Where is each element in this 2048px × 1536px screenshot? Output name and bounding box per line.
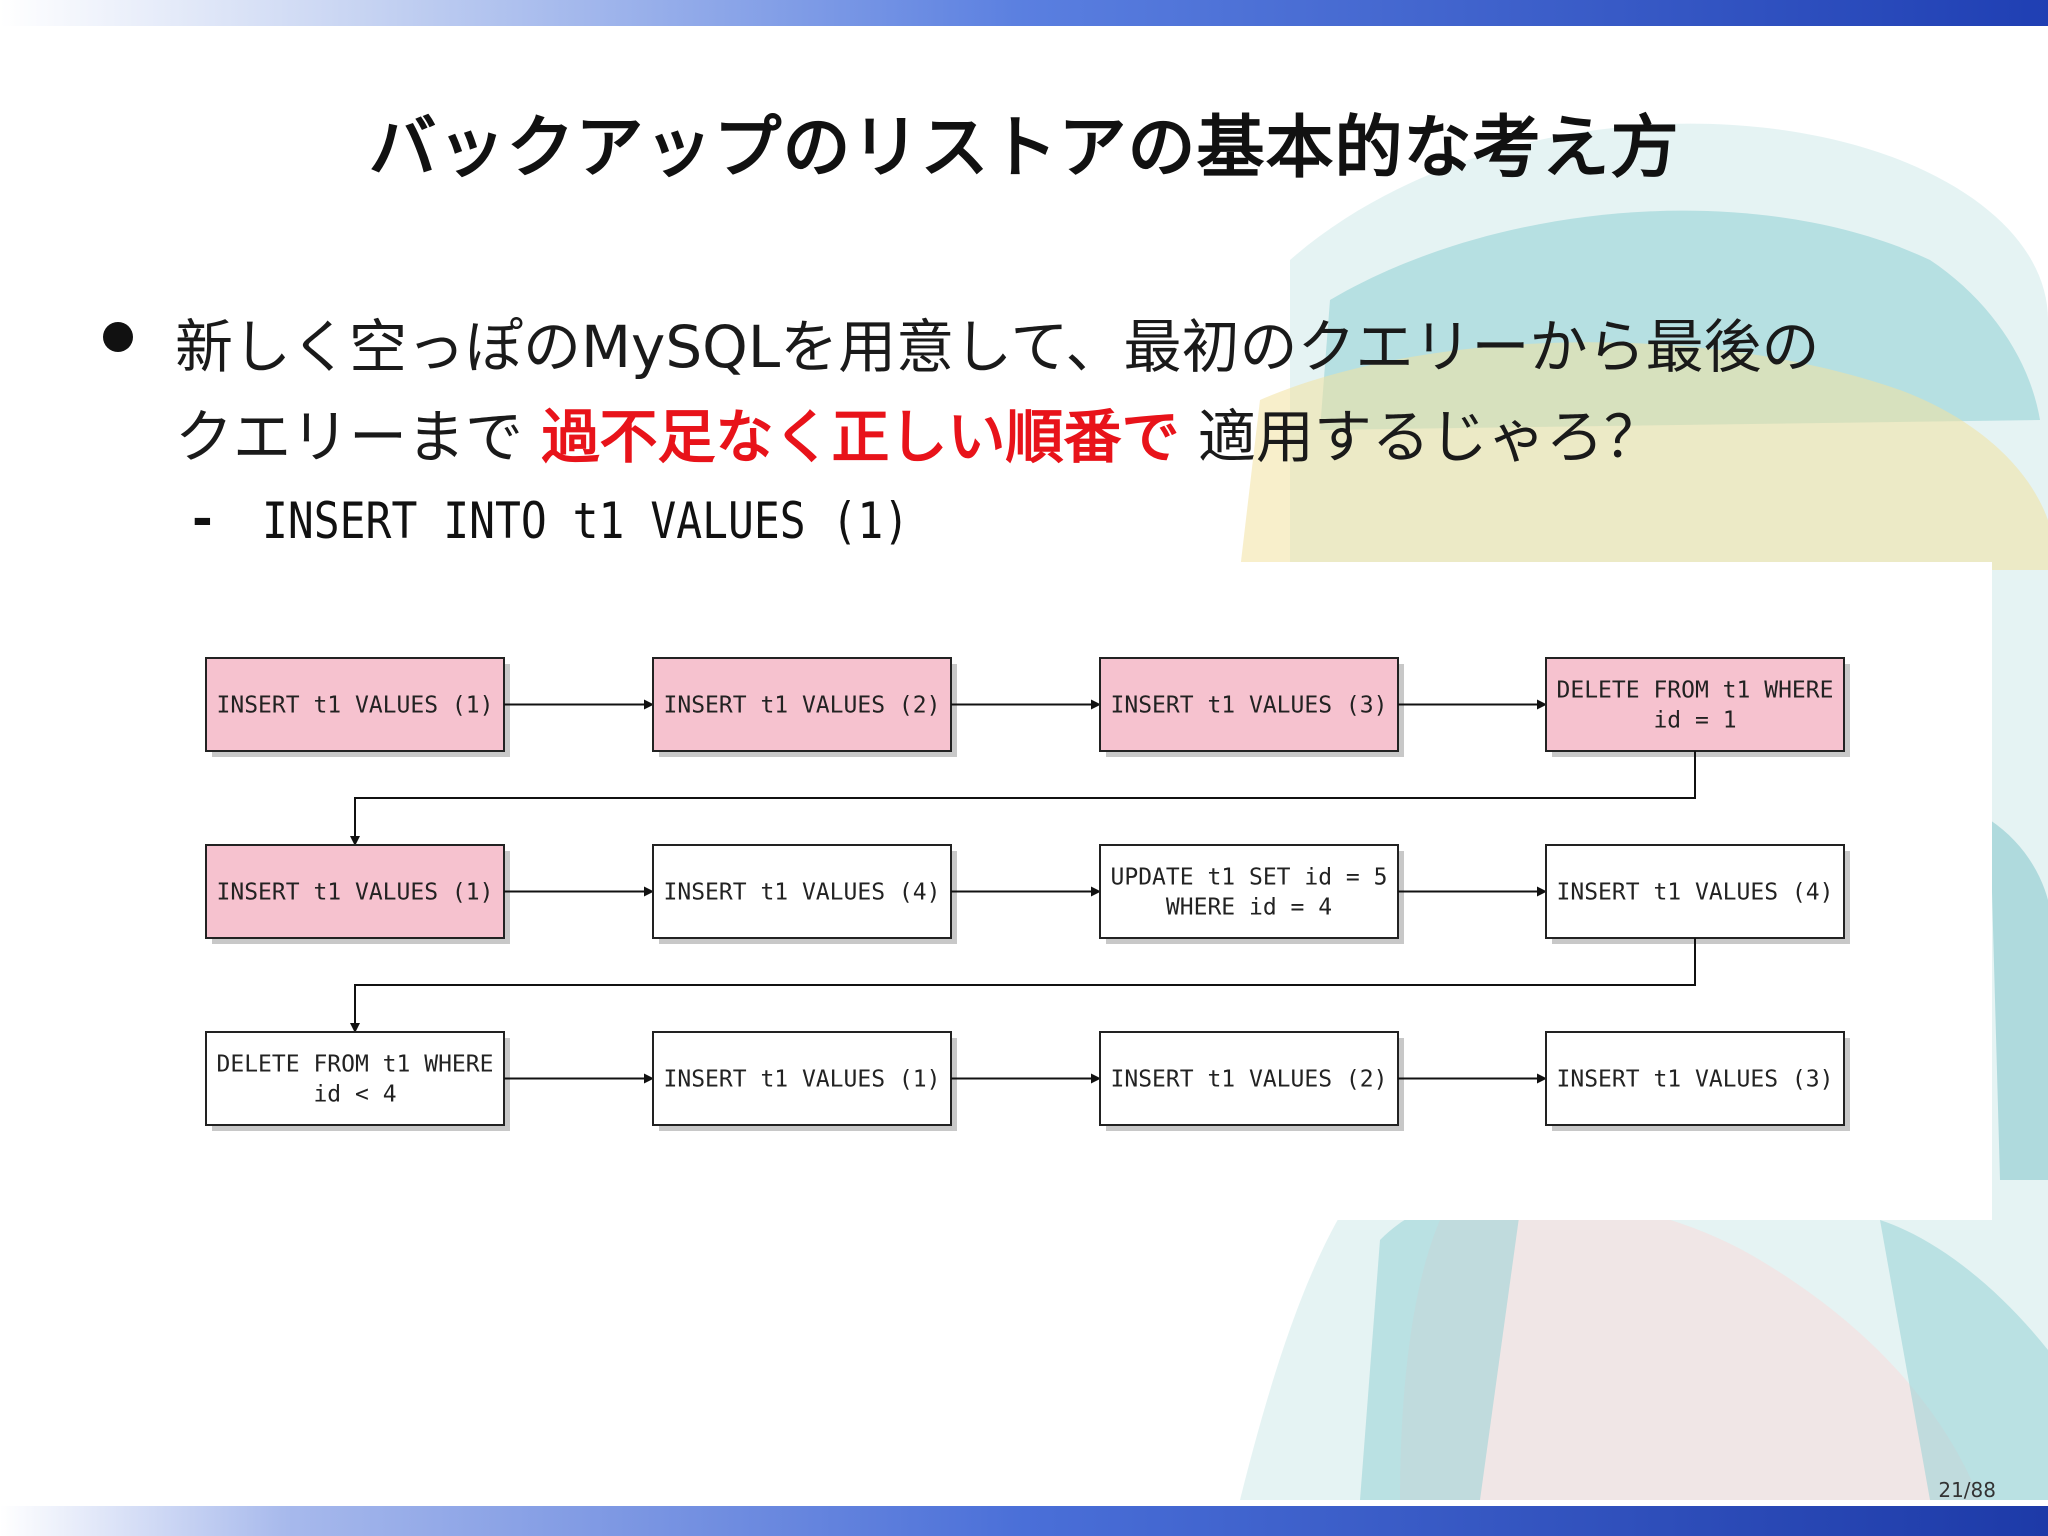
node-label: INSERT t1 VALUES (4)	[1557, 880, 1834, 906]
bullet-text: 新しく空っぽのMySQLを用意して、最初のクエリーから最後の クエリーまで 過不…	[175, 302, 1975, 482]
node-label: DELETE FROM t1 WHERE	[1557, 678, 1834, 704]
bullet-dot	[103, 322, 133, 352]
node-box	[1545, 1031, 1845, 1126]
sub-bullet-text: INSERT INTO t1 VALUES (1)	[262, 492, 910, 550]
slide-title: バックアップのリストアの基本的な考え方	[368, 109, 1680, 188]
node-label: INSERT t1 VALUES (4)	[664, 880, 941, 906]
node-label: INSERT t1 VALUES (1)	[217, 693, 494, 719]
bullet-line-2-prefix: クエリーまで	[175, 403, 542, 471]
node-label: INSERT t1 VALUES (3)	[1557, 1067, 1834, 1093]
sub-bullet-dash: -	[192, 490, 213, 548]
node-box	[1099, 1031, 1399, 1126]
node-label: INSERT t1 VALUES (1)	[664, 1067, 941, 1093]
node-box	[1099, 844, 1399, 939]
node-box	[1545, 844, 1845, 939]
node-label: id = 1	[1653, 708, 1736, 734]
row-wrap-arrow	[350, 938, 1696, 1033]
node-box-highlighted	[652, 657, 952, 752]
bullet-emphasis: 過不足なく正しい順番で	[541, 403, 1180, 471]
node-label: WHERE id = 4	[1166, 895, 1332, 921]
node-label: INSERT t1 VALUES (2)	[1111, 1067, 1388, 1093]
node-label: INSERT t1 VALUES (2)	[664, 693, 941, 719]
bullet-line-1: 新しく空っぽのMySQLを用意して、最初のクエリーから最後の	[175, 313, 1820, 381]
node-label: INSERT t1 VALUES (1)	[217, 880, 494, 906]
bottom-accent-bar	[0, 1506, 2048, 1536]
node-label: INSERT t1 VALUES (3)	[1111, 693, 1388, 719]
node-box-highlighted	[1099, 657, 1399, 752]
page-number: 21/88	[1938, 1478, 1996, 1502]
query-flow-diagram-svg: INSERT t1 VALUES (1) INSERT t1 VALUES (2)…	[205, 657, 1850, 1131]
node-box	[205, 1031, 505, 1126]
query-flow-diagram: INSERT t1 VALUES (1) INSERT t1 VALUES (2)…	[150, 562, 1992, 1220]
node-box-highlighted	[1545, 657, 1845, 752]
bullet-line-2-suffix: 適用するじゃろ？	[1179, 403, 1662, 471]
node-label: UPDATE t1 SET id = 5	[1111, 865, 1388, 891]
row-wrap-arrow	[350, 751, 1696, 846]
node-label: DELETE FROM t1 WHERE	[217, 1052, 494, 1078]
node-box	[652, 844, 952, 939]
top-accent-bar	[0, 0, 2048, 26]
node-box-highlighted	[205, 844, 505, 939]
node-box	[652, 1031, 952, 1126]
node-label: id < 4	[313, 1082, 396, 1108]
